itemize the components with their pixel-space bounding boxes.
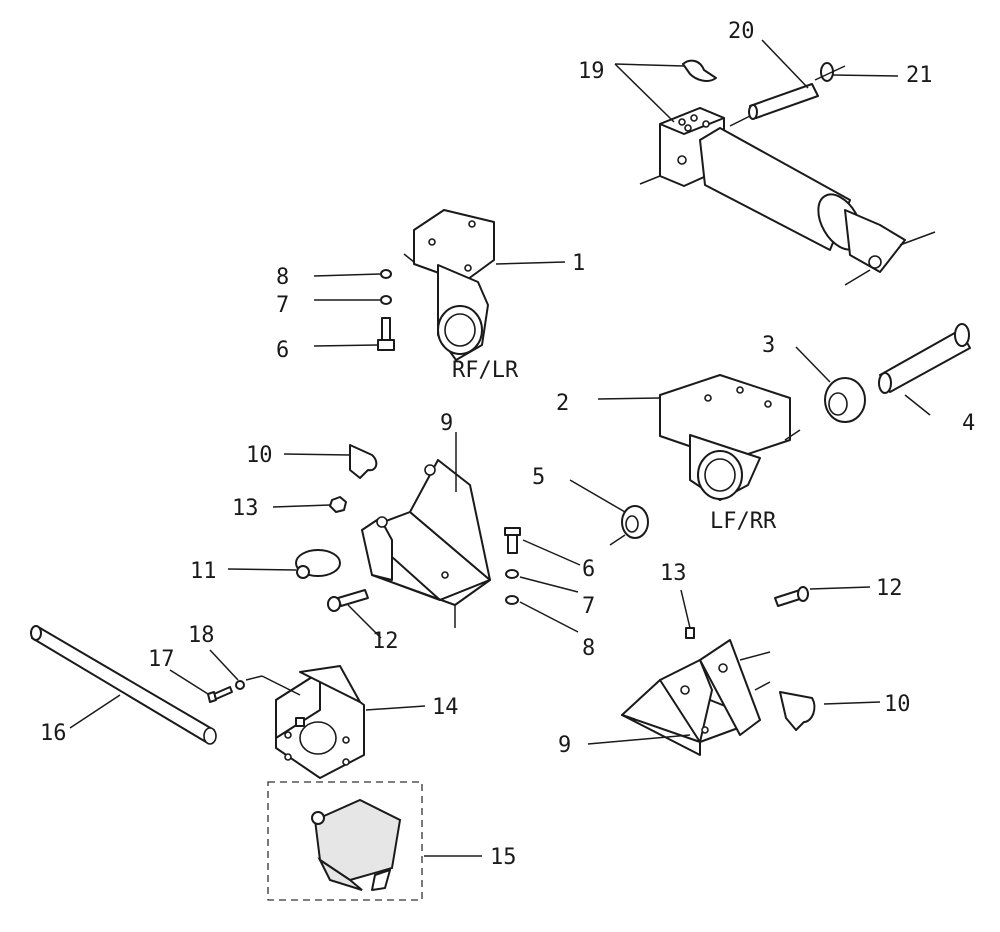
callout-3: 3 xyxy=(762,333,775,358)
callout-7-center: 7 xyxy=(582,594,595,619)
callout-2: 2 xyxy=(556,391,569,416)
callout-17: 17 xyxy=(148,647,175,672)
callout-11: 11 xyxy=(190,559,217,584)
callout-6-upper: 6 xyxy=(276,338,289,363)
callout-14: 14 xyxy=(432,695,459,720)
washer-8-upper xyxy=(380,269,392,279)
callout-13-right: 13 xyxy=(660,561,687,586)
screw-17 xyxy=(207,686,233,703)
callout-10-right: 10 xyxy=(884,692,911,717)
mounting-bracket-lf-rr xyxy=(659,374,801,501)
note-lf-rr: LF/RR xyxy=(710,509,777,534)
hydraulic-cylinder xyxy=(639,107,936,286)
callout-9-left: 9 xyxy=(440,411,453,436)
callout-12-right: 12 xyxy=(876,576,903,601)
callout-labels: 1 2 3 4 5 6 6 7 7 8 8 9 9 10 10 11 12 12… xyxy=(40,19,975,870)
callout-15: 15 xyxy=(490,845,517,870)
note-rf-lr: RF/LR xyxy=(452,358,519,383)
switch-housing-14 xyxy=(275,665,365,779)
callout-6-center: 6 xyxy=(582,557,595,582)
callout-20: 20 xyxy=(728,19,755,44)
bushing-5 xyxy=(609,505,649,546)
latch-clip-10-left xyxy=(349,444,378,479)
base-bracket-right xyxy=(621,639,771,756)
lock-washer-7-upper xyxy=(380,295,392,305)
pivot-pin-4 xyxy=(878,323,971,394)
bolt-6-center xyxy=(504,527,521,554)
bolt-12-left xyxy=(327,589,369,612)
switch-assembly-15 xyxy=(267,781,423,901)
base-bracket-left xyxy=(361,459,491,628)
callout-4: 4 xyxy=(962,411,975,436)
nut-13-right xyxy=(685,627,695,639)
callout-16: 16 xyxy=(40,721,67,746)
lynch-pin-11 xyxy=(295,549,341,579)
callout-12-left: 12 xyxy=(372,629,399,654)
clip-pin-19 xyxy=(682,59,717,82)
callout-1: 1 xyxy=(572,251,585,276)
nut-13-left xyxy=(329,496,347,513)
callout-13-left: 13 xyxy=(232,496,259,521)
callout-10-left: 10 xyxy=(246,443,273,468)
snap-ring-21 xyxy=(814,62,846,82)
washer-18 xyxy=(235,680,245,690)
mounting-bracket-rf-lr xyxy=(403,209,495,361)
callout-9-right: 9 xyxy=(558,733,571,758)
leader-lines xyxy=(69,39,931,857)
lock-washer-7-center xyxy=(505,569,519,579)
clevis-pin-20 xyxy=(729,83,819,127)
washer-8-center xyxy=(505,595,519,605)
callout-7-upper: 7 xyxy=(276,293,289,318)
pivot-tube-16 xyxy=(30,625,217,745)
callout-8-center: 8 xyxy=(582,636,595,661)
bolt-12-right xyxy=(774,586,809,607)
callout-5: 5 xyxy=(532,465,545,490)
bushing-3 xyxy=(824,377,866,423)
latch-clip-10-right xyxy=(779,691,816,731)
callout-21: 21 xyxy=(906,63,933,88)
bolt-6-upper xyxy=(377,317,395,351)
callout-19: 19 xyxy=(578,59,605,84)
callout-18: 18 xyxy=(188,623,215,648)
callout-8-upper: 8 xyxy=(276,265,289,290)
